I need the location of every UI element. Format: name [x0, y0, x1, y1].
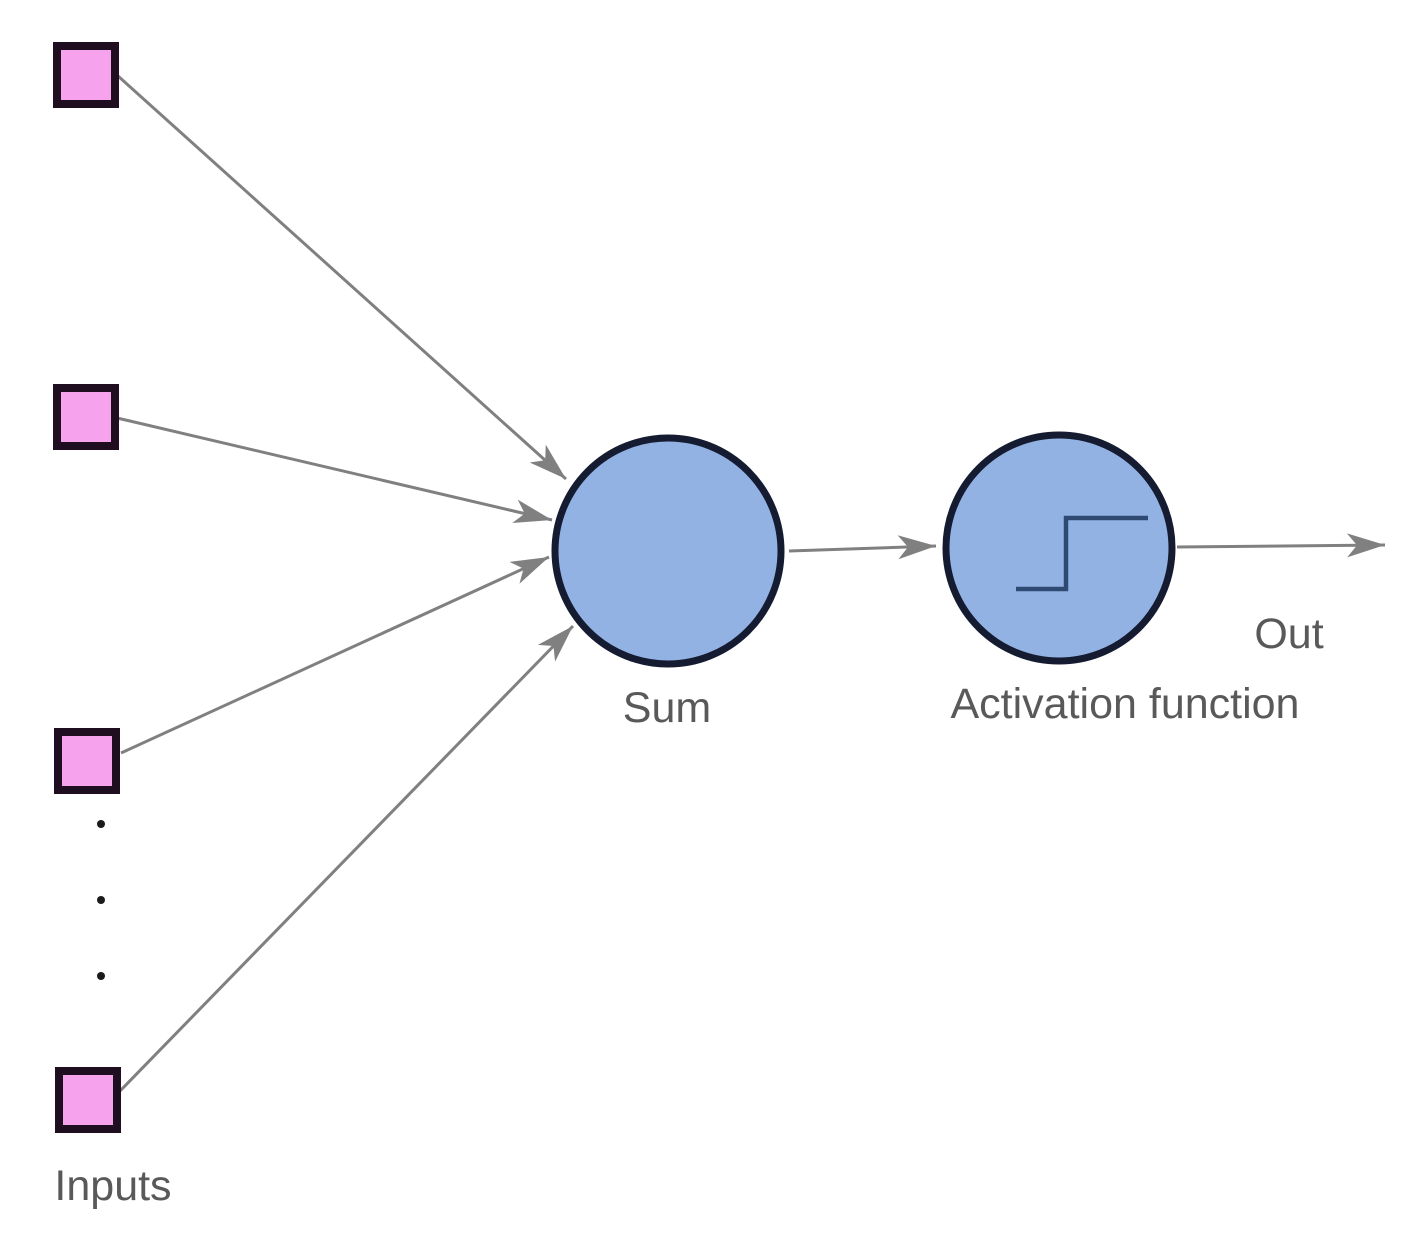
ellipsis-dot-1: [97, 820, 105, 828]
connector-input4-to-sum: [118, 624, 575, 1093]
out-label: Out: [1254, 610, 1323, 658]
activation-label: Activation function: [951, 680, 1300, 728]
input-node-2: [53, 384, 119, 450]
sum-label: Sum: [623, 684, 711, 732]
activation-node: [942, 431, 1176, 665]
step-function-icon: [1016, 515, 1148, 592]
input-node-1: [53, 42, 119, 108]
inputs-label: Inputs: [54, 1162, 171, 1210]
connector-input3-to-sum: [120, 555, 550, 755]
connector-input1-to-sum: [116, 74, 568, 481]
ellipsis-dot-2: [97, 896, 105, 904]
connector-sum-to-activation: [788, 535, 937, 560]
connector-activation-to-out: [1176, 533, 1386, 558]
ellipsis-dot-3: [97, 972, 105, 980]
input-node-4: [55, 1067, 121, 1133]
input-node-3: [54, 728, 120, 794]
sum-node: [551, 434, 785, 668]
connector-input2-to-sum: [116, 416, 553, 524]
